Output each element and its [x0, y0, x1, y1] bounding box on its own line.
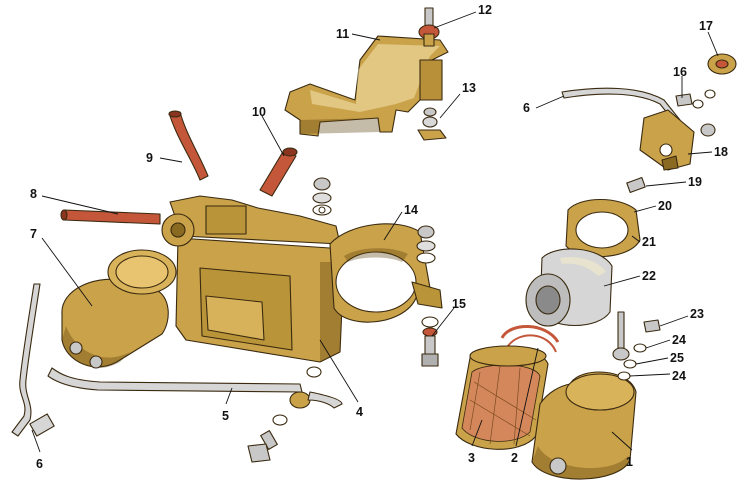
- mounting-bracket: [284, 35, 449, 137]
- callout-1: 1: [626, 455, 633, 469]
- heater-housing: [161, 195, 443, 363]
- flange-21: [565, 199, 641, 258]
- callout-8: 8: [30, 187, 37, 201]
- banjo-bolt: [247, 430, 278, 463]
- nut-stack-top: [312, 177, 332, 216]
- pipe-8: [60, 209, 161, 225]
- callout-5: 5: [222, 409, 229, 423]
- callout-13: 13: [462, 81, 476, 95]
- bolt-15: [421, 316, 439, 367]
- pipe-6-left: [11, 283, 55, 437]
- callout-12: 12: [478, 3, 492, 17]
- callout-22: 22: [642, 269, 656, 283]
- callout-18: 18: [714, 145, 728, 159]
- stud-12: [418, 7, 440, 47]
- fitting-16: [675, 89, 716, 137]
- callout-9: 9: [146, 151, 153, 165]
- callout-24-lower: 24: [672, 369, 686, 383]
- cap-17: [707, 53, 737, 75]
- filter-element-3: [455, 345, 549, 450]
- callout-4: 4: [356, 405, 363, 419]
- o-ring-small: [272, 366, 322, 426]
- hose-9: [168, 110, 209, 181]
- callout-25: 25: [670, 351, 684, 365]
- callout-24-upper: 24: [672, 333, 686, 347]
- filter-housing-22: [525, 248, 613, 327]
- pipe-5: [47, 367, 343, 409]
- callout-19: 19: [688, 175, 702, 189]
- plate-18: [639, 109, 695, 171]
- callout-6-right: 6: [523, 101, 530, 115]
- leader-lines: [31, 11, 719, 453]
- hose-10: [259, 147, 298, 197]
- callout-7: 7: [30, 227, 37, 241]
- callout-16: 16: [673, 65, 687, 79]
- seal-ring-2: [500, 325, 560, 353]
- canister-7: [61, 249, 177, 369]
- callout-14: 14: [404, 203, 418, 217]
- nut-stack-right: [416, 225, 436, 264]
- filter-cup-1: [531, 371, 637, 480]
- callout-6-left: 6: [36, 457, 43, 471]
- callout-3: 3: [468, 451, 475, 465]
- callout-11: 11: [336, 27, 349, 41]
- callout-23: 23: [690, 307, 704, 321]
- nut-13: [417, 107, 447, 141]
- callout-15: 15: [452, 297, 466, 311]
- callout-2: 2: [511, 451, 518, 465]
- callout-20: 20: [658, 199, 672, 213]
- callout-17: 17: [699, 19, 713, 33]
- callout-21: 21: [642, 235, 656, 249]
- callout-labels: 1 2 3 4 5 6 6 7 8 9 10 11 12 13 14 15 16…: [30, 3, 728, 471]
- callout-10: 10: [252, 105, 266, 119]
